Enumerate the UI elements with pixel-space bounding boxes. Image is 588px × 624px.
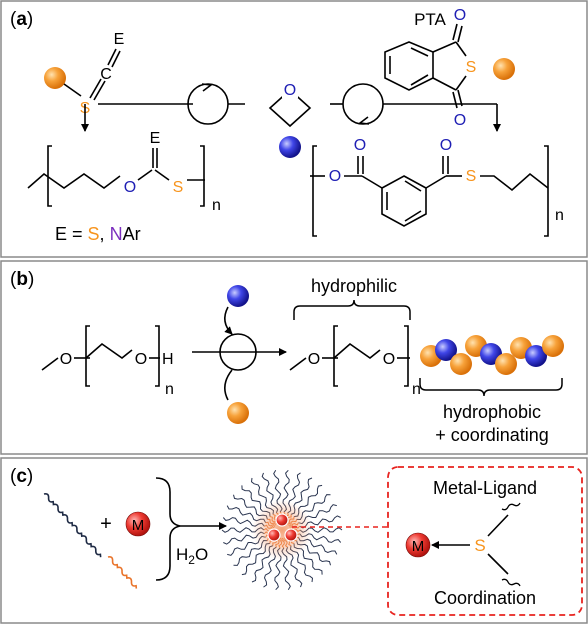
orange-sphere-reagent [44, 67, 66, 89]
sphere-chain [420, 335, 564, 375]
panel-b-frame [0, 260, 588, 455]
legend-E: E = S, NAr [55, 224, 141, 244]
right-polymer-S: S [466, 168, 477, 185]
micelle-core [252, 500, 312, 560]
left-polymer-chain [27, 172, 121, 189]
panel-a-frame [0, 0, 588, 258]
pta-S: S [466, 59, 477, 76]
orange-sphere-pta [493, 58, 515, 80]
prod-O2: O [383, 351, 395, 368]
pta-O-top: O [454, 7, 466, 24]
coordinating-label: + coordinating [435, 425, 549, 445]
reagent-E: E [114, 31, 125, 48]
cycle-arrow-left [187, 83, 229, 125]
svg-text:(c): (c) [10, 466, 33, 487]
peg-bracket-close [155, 325, 160, 387]
right-polymer-O-top2: O [440, 137, 452, 154]
bracket-left-close [200, 145, 205, 207]
polymer-chain-hydrophilic [43, 493, 102, 558]
peg-bracket-open [85, 325, 90, 387]
polymer-chain-hydrophobic [107, 556, 138, 589]
reagent-C: C [100, 66, 112, 83]
box-metal-sphere [405, 532, 431, 558]
oxetane-ring [268, 88, 312, 128]
metal-sphere [125, 511, 151, 537]
peg-O1: O [60, 351, 72, 368]
bracket-right-close [544, 145, 549, 237]
metal-ligand-box [387, 466, 583, 616]
blue-sphere-oxetane [279, 136, 301, 158]
hydrophilic-brace [293, 299, 411, 320]
peg-O2: O [135, 351, 147, 368]
prod-n: n [412, 381, 421, 398]
left-polymer-O: O [124, 179, 136, 196]
hydrophilic-label: hydrophilic [311, 276, 397, 296]
bracket-left-open [47, 145, 52, 207]
micelle-metal-1 [275, 513, 289, 527]
pta-O-bottom: O [454, 112, 466, 129]
prod-O1: O [308, 351, 320, 368]
right-n: n [555, 207, 564, 224]
peg-n: n [165, 381, 174, 398]
svg-text:(b): (b) [10, 269, 34, 290]
plus-sign: + [100, 513, 112, 535]
prod-bracket-close [404, 325, 409, 387]
orange-sphere-b [227, 402, 249, 424]
pta-label: PTA [414, 10, 446, 29]
box-S: S [474, 536, 485, 555]
bracket-right-open [312, 145, 317, 237]
svg-text:(a): (a) [10, 9, 33, 30]
peg-H: H [162, 351, 174, 368]
hydrophobic-brace [419, 378, 563, 397]
right-polymer-O-ester: O [329, 168, 341, 185]
hydrophobic-label: hydrophobic [443, 402, 541, 422]
micelle-metal-2 [267, 528, 281, 542]
left-polymer-E: E [150, 130, 161, 147]
left-n: n [212, 197, 221, 214]
curly-brace [155, 477, 181, 581]
blue-sphere-b [227, 285, 249, 307]
water-label: H2O [176, 545, 208, 567]
right-benzene [381, 175, 427, 227]
micelle-metal-3 [284, 528, 298, 542]
pta-benzene [384, 41, 434, 91]
right-polymer-chain [480, 172, 549, 192]
panel-a-label: (a) [10, 9, 33, 30]
bond [63, 83, 82, 97]
box-metal-label: M [412, 538, 425, 555]
panel-b-label: (b) [10, 269, 34, 290]
cycle-arrow-right [342, 83, 384, 125]
prod-bracket-open [333, 325, 338, 387]
left-polymer-S: S [173, 179, 184, 196]
panel-c-label: (c) [10, 466, 33, 487]
panel-c-frame [0, 457, 588, 624]
oxetane-O: O [284, 82, 296, 99]
cycle-arrow-b [219, 333, 257, 371]
box-title: Metal-Ligand [433, 478, 537, 498]
right-polymer-O-top1: O [354, 137, 366, 154]
metal-label: M [132, 517, 145, 534]
box-footer: Coordination [434, 588, 536, 608]
